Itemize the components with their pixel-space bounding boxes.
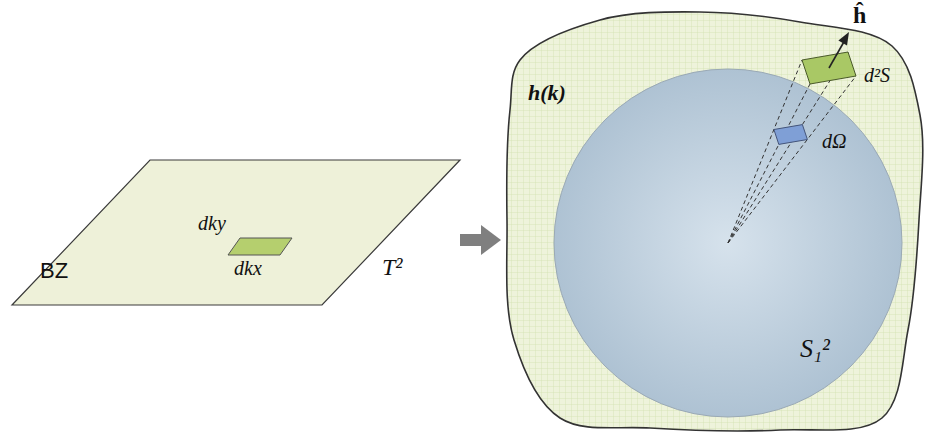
area-element: [228, 238, 292, 255]
normal-vector-label: ĥ: [853, 2, 866, 30]
brillouin-zone-outline: [12, 160, 462, 305]
mapping-arrow: [460, 225, 501, 255]
unit-sphere-outline: [553, 68, 903, 418]
torus-label: T²: [382, 254, 403, 282]
area-label: d²S: [864, 64, 890, 87]
h-surface-shape: [507, 12, 923, 431]
differential-label: dky: [198, 212, 226, 235]
unit-sphere: S₁²: [553, 68, 903, 418]
arrow-shaft: [460, 234, 483, 246]
zone-label: BZ: [40, 258, 68, 283]
brillouin-zone: BZ T²: [12, 160, 462, 305]
h-surface-outline: [505, 8, 922, 433]
surface-label: h(k): [528, 80, 566, 105]
solid-angle-label: dΩ: [822, 130, 846, 153]
differential-label: dkx: [234, 257, 262, 280]
h-surface: h(k) S₁²: [505, 8, 922, 433]
arrow-head: [481, 225, 501, 255]
sphere-shape: [554, 69, 902, 417]
brillouin-zone-shape: [12, 160, 460, 305]
sphere-label: S₁²: [800, 334, 830, 364]
